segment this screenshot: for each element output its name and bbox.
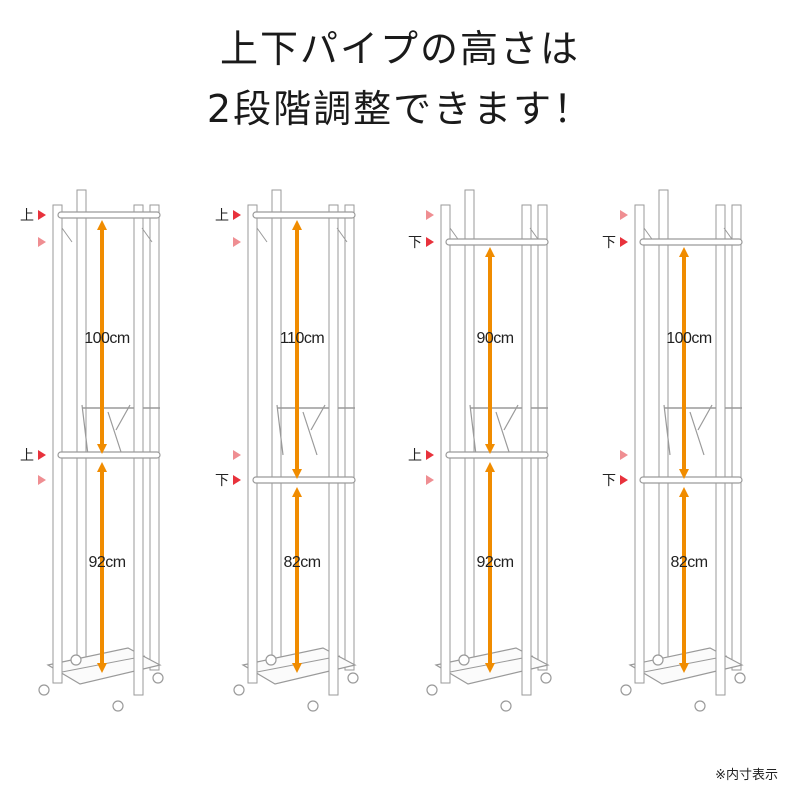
rack-caster [458,654,470,666]
footnote-inner-dimensions: ※内寸表示 [715,768,778,783]
headline-line-1: 上下パイプの高さは [219,27,580,71]
lower-low-marker-triangle [620,475,628,485]
upper-high-marker-label: 上 [20,208,34,224]
upper-high-marker-triangle [426,210,434,220]
rack-front-right-post [521,204,532,696]
rack-back-left-post [658,189,669,681]
rack-caster [38,684,50,696]
upper-height-label: 90cm [476,330,513,347]
rack-caster [307,700,319,712]
rack-back-right-post [731,204,742,671]
rack-lower-pipe [252,476,356,484]
rack-caster [347,672,359,684]
rack-upper-pipe [445,238,549,246]
rack-caster [112,700,124,712]
rack-back-right-post [344,204,355,671]
upper-high-marker-label: 上 [215,208,229,224]
rack-middle-frame [276,404,338,456]
rack-middle-frame [663,404,725,456]
upper-high-marker-triangle [38,210,46,220]
rack-caster [500,700,512,712]
upper-height-label: 100cm [84,330,130,347]
lower-low-marker-triangle [233,475,241,485]
rack-caster [233,684,245,696]
rack-caster [426,684,438,696]
rack-back-right-post [149,204,160,671]
rack-front-left-post [440,204,451,684]
lower-low-marker-label: 下 [215,473,229,489]
rack-back-left-post [464,189,475,681]
lower-high-marker-triangle [620,450,628,460]
rack-front-right-post [328,204,339,696]
rack-upper-pipe [252,211,356,219]
lower-height-label: 92cm [476,554,513,571]
rack-back-left-post [76,189,87,681]
upper-high-marker-triangle [620,210,628,220]
rack-middle-frame [469,404,531,456]
rack-back-left-post [271,189,282,681]
rack-front-right-post [715,204,726,696]
rack-front-left-post [52,204,63,684]
upper-low-marker-label: 下 [408,235,422,251]
rack-caster [540,672,552,684]
rack-lower-pipe [639,476,743,484]
rack-upper-pipe [57,211,161,219]
lower-high-marker-triangle [426,450,434,460]
rack-back-right-post [537,204,548,671]
rack-middle-frame [81,404,143,456]
headline-line-2: 2段階調整できます！ [206,87,594,131]
upper-height-label: 110cm [280,330,325,347]
upper-low-marker-triangle [426,237,434,247]
rack-caster [70,654,82,666]
rack-lower-pipe [445,451,549,459]
lower-high-marker-triangle [233,450,241,460]
lower-high-marker-triangle [38,450,46,460]
rack-top-bracket [61,227,153,243]
rack-caster [652,654,664,666]
rack-lower-pipe [57,451,161,459]
lower-low-marker-label: 下 [602,473,616,489]
rack-3: 90cm 92cm 下上 [408,189,552,712]
lower-height-label: 82cm [283,554,320,571]
rack-caster [694,700,706,712]
rack-front-left-post [247,204,258,684]
rack-2: 110cm 82cm 上下 [215,189,359,712]
rack-top-bracket [256,227,348,243]
upper-low-marker-triangle [38,237,46,247]
rack-caster [152,672,164,684]
lower-low-marker-triangle [38,475,46,485]
lower-height-label: 92cm [88,554,125,571]
rack-front-right-post [133,204,144,696]
lower-high-marker-label: 上 [20,448,34,464]
rack-upper-pipe [639,238,743,246]
lower-low-marker-triangle [426,475,434,485]
upper-high-marker-triangle [233,210,241,220]
lower-high-marker-label: 上 [408,448,422,464]
lower-height-label: 82cm [670,554,707,571]
upper-low-marker-label: 下 [602,235,616,251]
upper-low-marker-triangle [233,237,241,247]
rack-front-left-post [634,204,645,684]
rack-caster [265,654,277,666]
rack-caster [734,672,746,684]
upper-low-marker-triangle [620,237,628,247]
upper-height-label: 100cm [666,330,712,347]
rack-caster [620,684,632,696]
